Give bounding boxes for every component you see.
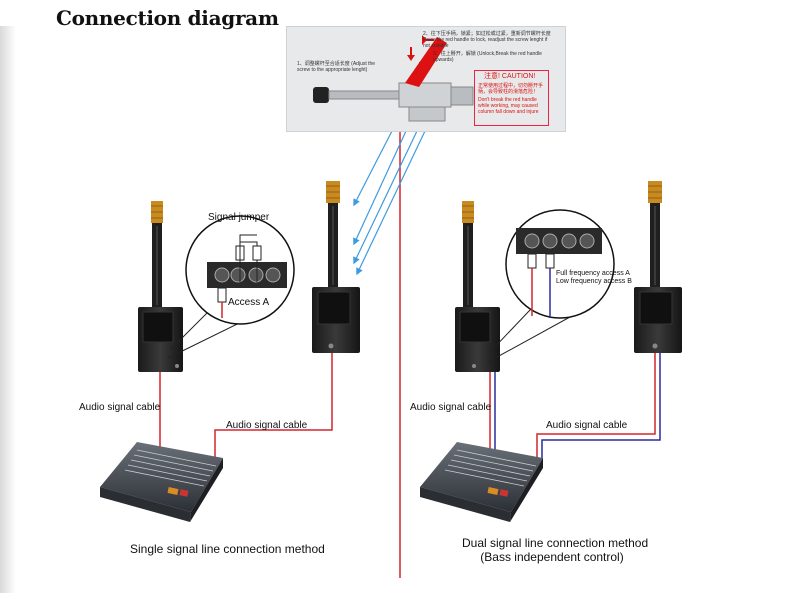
pointer-arrow-3 <box>353 130 418 265</box>
pole-clamp-illustration <box>313 35 474 122</box>
left-column-speaker-1 <box>138 201 183 372</box>
right-caption-line-2: (Bass independent control) <box>480 550 624 564</box>
right-cable-label-1: Audio signal cable <box>410 402 492 413</box>
page-title: Connection diagram <box>56 6 279 30</box>
right-jack-panel-zoom <box>487 209 615 363</box>
right-cable-2-red <box>536 353 656 460</box>
left-cable-label-1: Audio signal cable <box>79 402 161 413</box>
clamp-body <box>398 82 452 108</box>
right-mixer-console <box>420 442 543 522</box>
pointer-arrows <box>353 130 426 276</box>
right-column-speaker-1 <box>455 201 500 372</box>
press-down-arrow-icon <box>407 55 415 61</box>
left-mixer-console <box>100 442 223 522</box>
caution-en-text: Don't break the red handle while working… <box>478 97 539 115</box>
step-1-text: 1、调整螺杆至合适长度 (Adjust the screw to the app… <box>297 61 376 73</box>
pointer-arrow-4 <box>356 130 426 276</box>
right-column-speaker-2 <box>634 181 682 353</box>
pointer-arrow-2 <box>353 130 407 246</box>
low-frequency-access-b-label: Low frequency access B <box>556 278 632 285</box>
left-caption: Single signal line connection method <box>130 542 325 556</box>
left-edge-shade <box>0 26 16 593</box>
signal-jumper-label: Signal jumper <box>208 212 270 223</box>
left-cable-2 <box>214 353 333 462</box>
clamp-screw <box>328 90 400 100</box>
caution-box: 注意! CAUTION! 正常使用过程中，切勿掰开手柄，会导致柱的滑落危险！ D… <box>474 70 549 126</box>
right-caption: Dual signal line connection method (Bass… <box>462 536 649 564</box>
clamp-screw-cap <box>313 87 329 103</box>
unlock-arrow-icon <box>428 59 433 67</box>
right-cable-2-blue <box>541 353 661 462</box>
caution-title: 注意! CAUTION! <box>484 73 536 80</box>
right-cable-label-2: Audio signal cable <box>546 420 628 431</box>
access-a-label: Access A <box>228 297 270 308</box>
right-caption-line-1: Dual signal line connection method <box>462 536 649 550</box>
full-frequency-access-a-label: Full frequency access A <box>556 270 630 277</box>
pointer-arrow-1 <box>353 130 393 207</box>
left-cable-label-2: Audio signal cable <box>226 420 308 431</box>
left-column-speaker-2 <box>312 181 360 353</box>
step-2-cn-text: 2、往下压手柄，锁紧；如过松或过紧，重新调节螺杆长度 <box>423 31 551 37</box>
left-jack-panel-zoom <box>167 215 295 359</box>
step-marker-arrow-icon <box>422 35 427 45</box>
pole-clamp-instruction-card: 1、调整螺杆至合适长度 (Adjust the screw to the app… <box>286 26 566 132</box>
caution-cn-text: 正常使用过程中，切勿掰开手柄，会导致柱的滑落危险！ <box>478 83 544 95</box>
step-3-text: 3、往上掰开，解锁 (Unlock,Break the red handle u… <box>433 51 542 63</box>
step-2-en-text: Press the red handle to lock, readjust t… <box>423 37 548 49</box>
